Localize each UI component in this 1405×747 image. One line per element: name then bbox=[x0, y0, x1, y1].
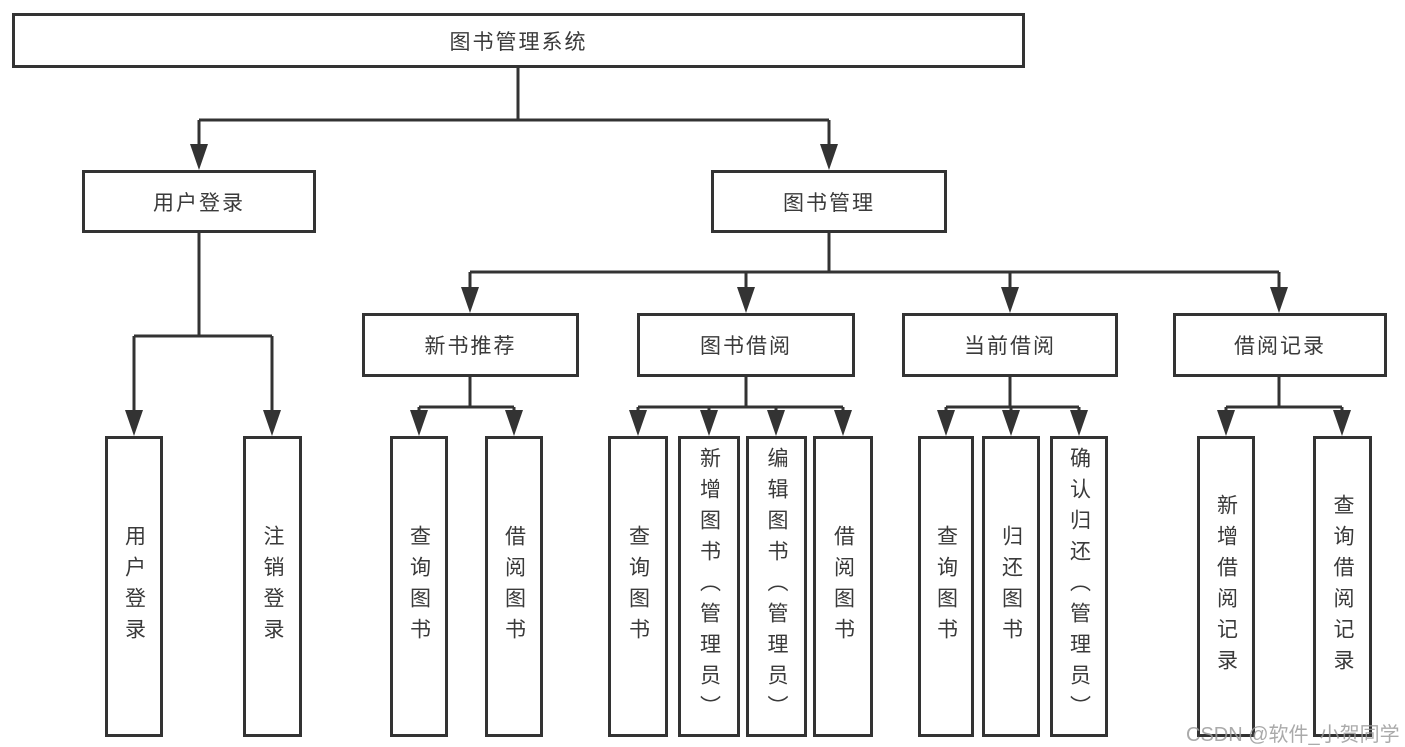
node-current-borrowing: 当前借阅 bbox=[902, 313, 1118, 377]
node-leaf-query-books-borrow: 查询图书 bbox=[608, 436, 668, 737]
node-leaf-edit-book-admin: 编辑图书（管理员） bbox=[746, 436, 807, 737]
arrowheads bbox=[125, 144, 1351, 436]
node-leaf-user-login: 用户登录 bbox=[105, 436, 163, 737]
node-user-login: 用户登录 bbox=[82, 170, 316, 233]
node-borrowing-records: 借阅记录 bbox=[1173, 313, 1387, 377]
node-leaf-borrow-books: 借阅图书 bbox=[813, 436, 873, 737]
node-library-management-system: 图书管理系统 bbox=[12, 13, 1025, 68]
node-leaf-logout: 注销登录 bbox=[243, 436, 302, 737]
node-leaf-add-book-admin: 新增图书（管理员） bbox=[678, 436, 740, 737]
node-book-management: 图书管理 bbox=[711, 170, 947, 233]
connector-paths bbox=[132, 68, 1344, 416]
node-leaf-borrow-books-recommend: 借阅图书 bbox=[485, 436, 543, 737]
node-leaf-add-borrow-record: 新增借阅记录 bbox=[1197, 436, 1255, 737]
node-new-book-recommendation: 新书推荐 bbox=[362, 313, 579, 377]
node-leaf-confirm-return-admin: 确认归还（管理员） bbox=[1050, 436, 1108, 737]
node-leaf-return-books: 归还图书 bbox=[982, 436, 1040, 737]
node-book-borrowing: 图书借阅 bbox=[637, 313, 855, 377]
node-leaf-query-books-recommend: 查询图书 bbox=[390, 436, 448, 737]
watermark-text: CSDN @软件_小贺同学 bbox=[1186, 724, 1400, 746]
node-leaf-query-borrow-record: 查询借阅记录 bbox=[1313, 436, 1372, 737]
node-leaf-query-books-current: 查询图书 bbox=[918, 436, 974, 737]
